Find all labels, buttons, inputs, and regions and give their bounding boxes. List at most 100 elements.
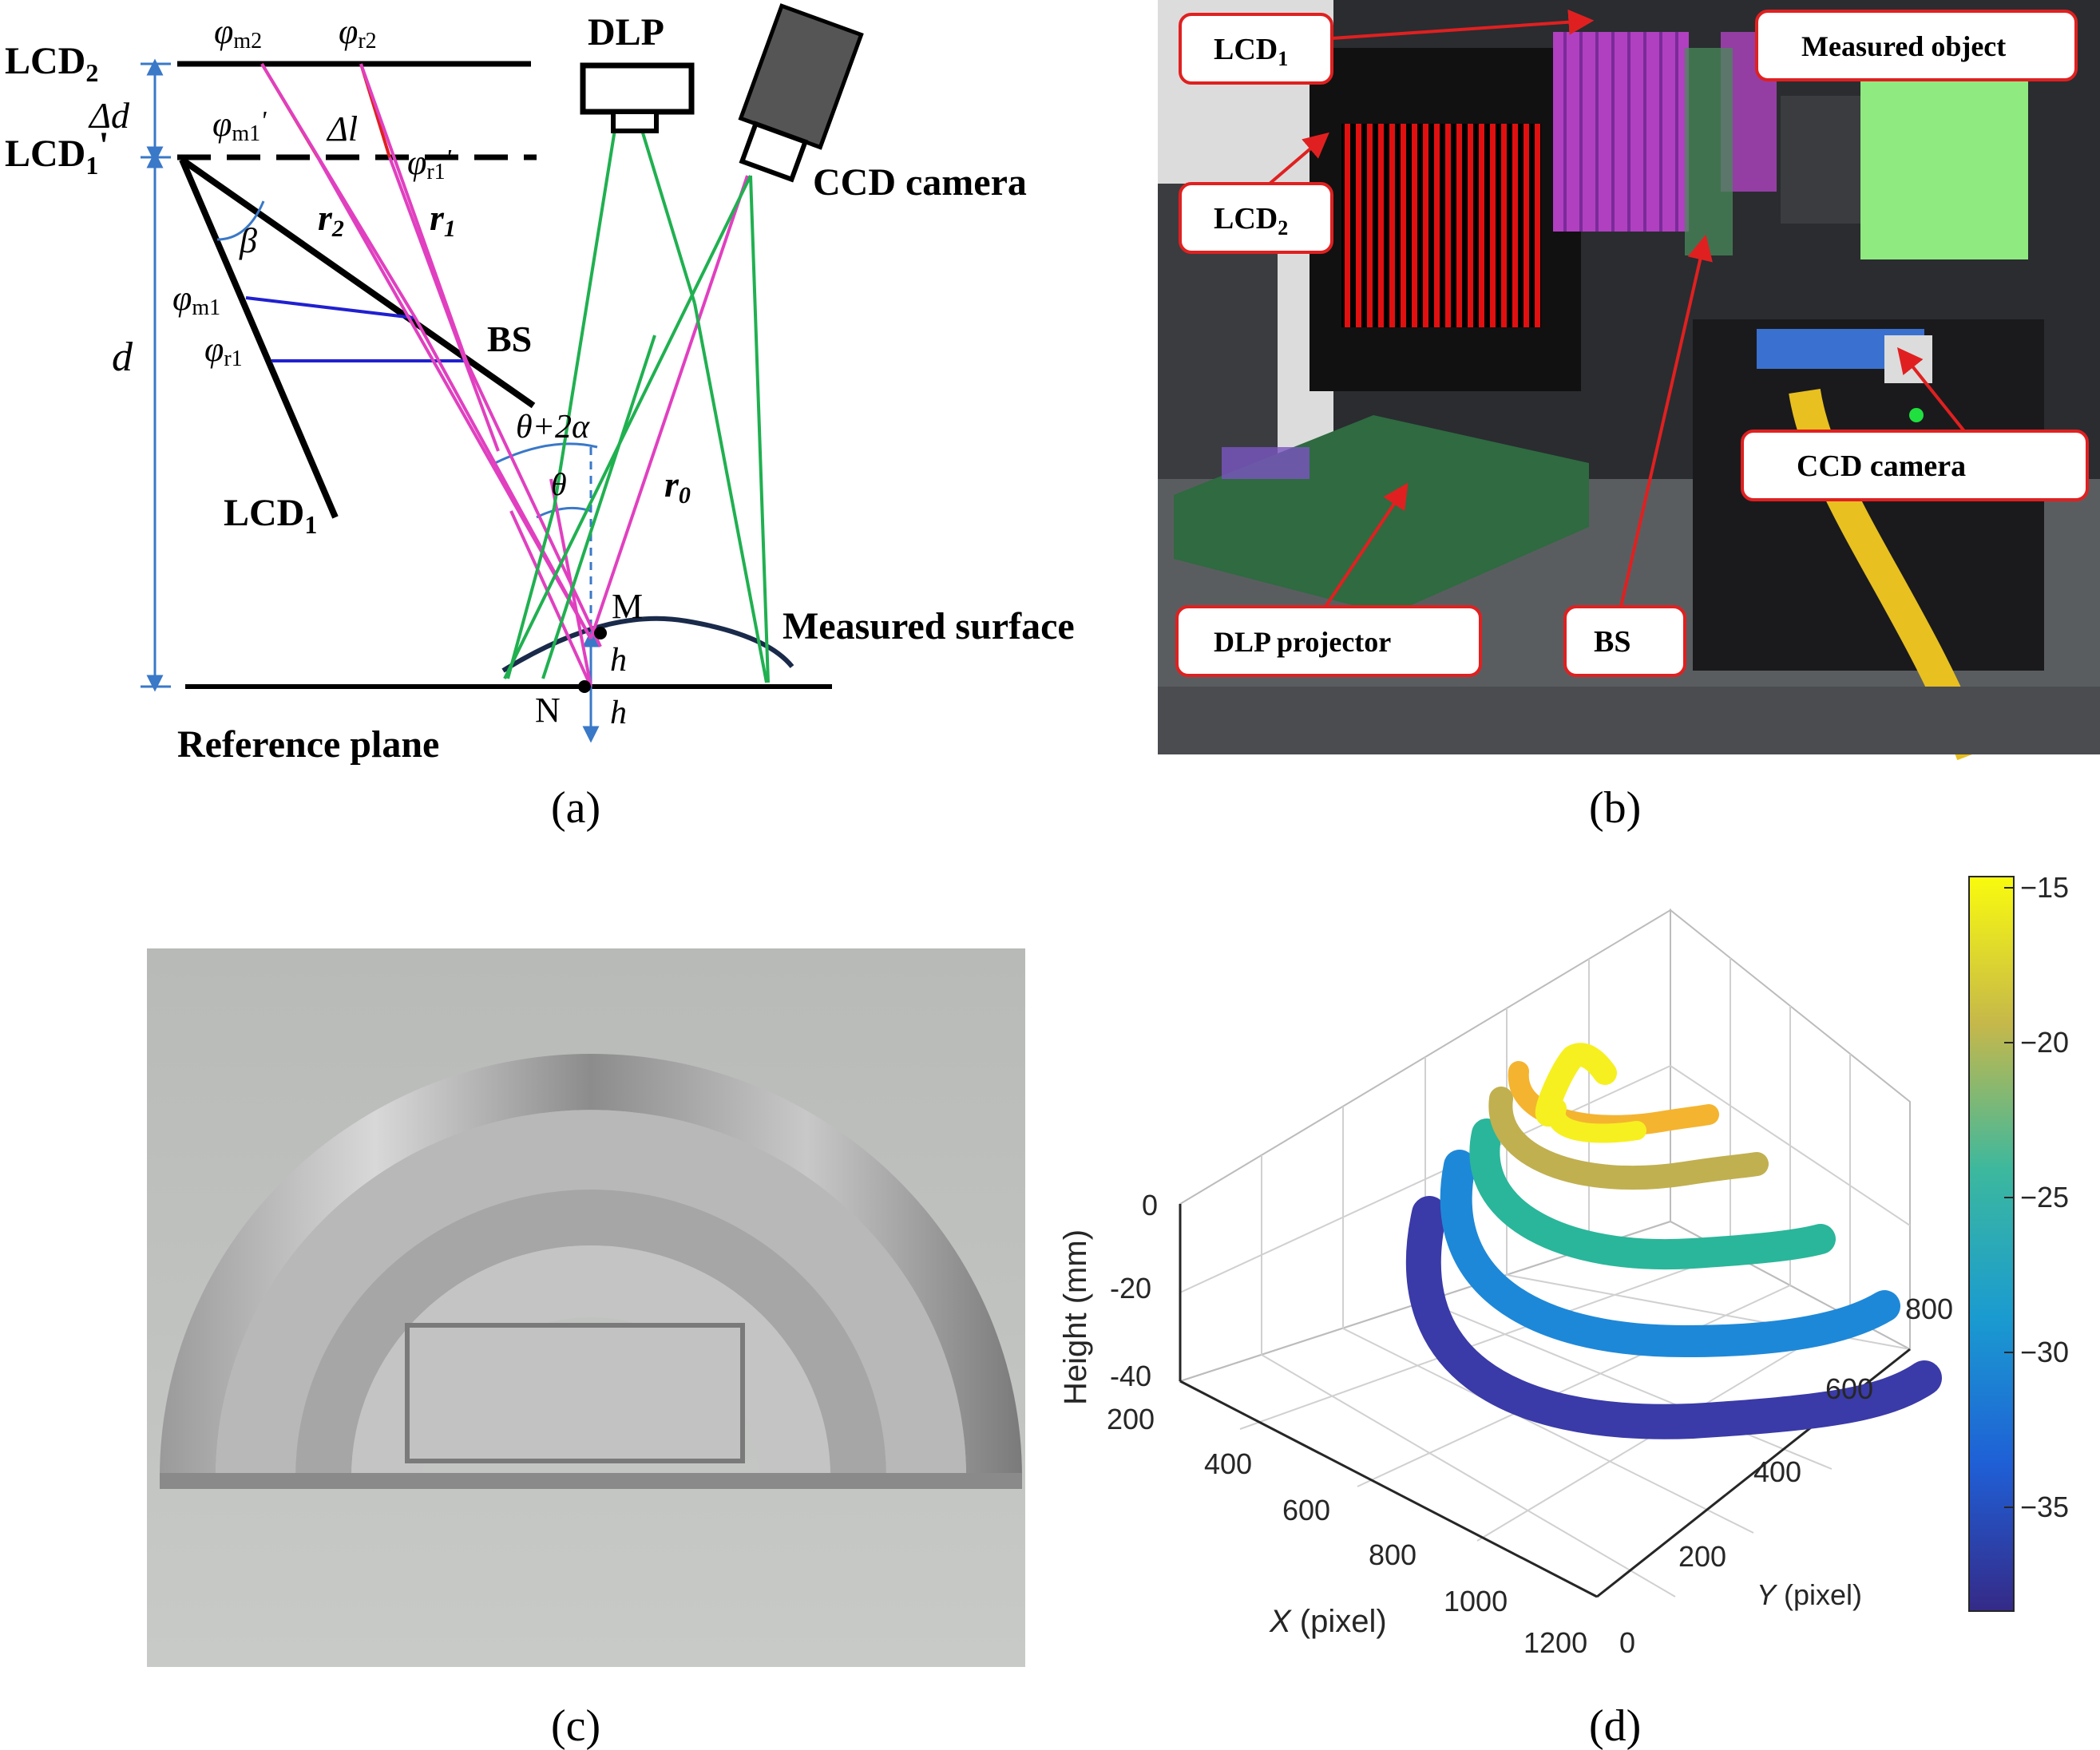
y-tick-600: 600 xyxy=(1825,1372,1873,1405)
colorbar-tick-20: −20 xyxy=(2020,1026,2069,1059)
lcd1-monitor xyxy=(1553,32,1689,232)
x-tick-1200: 1200 xyxy=(1523,1626,1587,1659)
dlp-body xyxy=(580,62,695,115)
photo-label-lcd1: LCD1 xyxy=(1179,9,1595,85)
colorbar xyxy=(1968,876,2015,1612)
svg-text:CCD camera: CCD camera xyxy=(1797,449,1966,483)
delta-l-label: Δl xyxy=(326,109,358,148)
surface-rings xyxy=(1405,1043,1942,1439)
svg-text:LCD1': LCD1' xyxy=(5,125,109,180)
panel-c-photo: (c) xyxy=(147,948,1025,1750)
x-tick-800: 800 xyxy=(1369,1538,1417,1571)
theta-2a-label: θ+2α xyxy=(516,409,590,445)
green-rays xyxy=(503,119,770,683)
lcd2-red-stripes xyxy=(1341,124,1541,327)
colorbar-tick-15: −15 xyxy=(2020,871,2069,904)
colorbar-tick-35: −35 xyxy=(2020,1491,2069,1523)
semicircle-object xyxy=(160,1054,1022,1477)
ccd-camera-icon xyxy=(738,3,864,183)
panel-b-photo: LCD1 LCD2 Measured object CCD camera DLP… xyxy=(1158,0,2100,833)
d-label: d xyxy=(112,335,133,380)
ring-4 xyxy=(1488,1087,1769,1190)
x-axis-label: X (pixel) xyxy=(1269,1604,1387,1639)
theta2a-arc xyxy=(494,442,598,465)
magenta-rays xyxy=(260,62,749,687)
svg-text:DLP projector: DLP projector xyxy=(1214,626,1391,658)
measured-surface-label: Measured surface xyxy=(783,605,1075,647)
z-tick-20: -20 xyxy=(1110,1272,1151,1305)
lcd1-prime-label: LCD xyxy=(5,133,85,175)
theta-label: θ xyxy=(551,466,567,502)
svg-text:φr1': φr1' xyxy=(407,143,452,184)
z-tick-0: 0 xyxy=(1142,1189,1158,1221)
photo-label-lcd2: LCD2 xyxy=(1179,132,1333,254)
svg-text:r1: r1 xyxy=(430,197,456,242)
caption-a: (a) xyxy=(551,783,600,833)
ring-1 xyxy=(1405,1196,1942,1439)
point-m xyxy=(594,627,607,639)
svg-text:φr1: φr1 xyxy=(204,330,243,371)
svg-text:LCD2: LCD2 xyxy=(5,40,98,87)
photo-label-bs: BS xyxy=(1563,234,1713,677)
beam-splitter xyxy=(1685,48,1733,255)
beta-label: β xyxy=(239,221,257,260)
panel-d-chart: 0 -20 -40 200 400 600 800 1000 1200 0 20… xyxy=(1058,871,2069,1750)
r0-label: r xyxy=(664,464,680,505)
dlp-label: DLP xyxy=(588,11,664,53)
phi-m1-prime-label: φ xyxy=(212,105,232,144)
colorbar-tick-25: −25 xyxy=(2020,1181,2069,1214)
caption-b: (b) xyxy=(1589,783,1641,833)
caption-d: (d) xyxy=(1589,1701,1641,1750)
svg-text:LCD2: LCD2 xyxy=(1214,202,1288,240)
m-label: M xyxy=(612,587,643,626)
svg-text:φm1': φm1' xyxy=(212,105,267,146)
reference-plane-label: Reference plane xyxy=(177,723,439,766)
caption-c: (c) xyxy=(551,1701,600,1750)
photo-label-dlp-projector: DLP projector xyxy=(1175,482,1482,677)
svg-text:Measured object: Measured object xyxy=(1801,30,2006,62)
h-upper-label: h xyxy=(610,642,627,679)
y-tick-800: 800 xyxy=(1905,1293,1953,1325)
svg-text:r2: r2 xyxy=(318,197,344,242)
phi-m1-label: φ xyxy=(172,279,192,318)
photo-label-ccd-camera: CCD camera xyxy=(1741,347,2089,501)
z-tick-40: -40 xyxy=(1110,1360,1151,1392)
delta-d-label: Δd xyxy=(88,95,130,136)
svg-text:φr2: φr2 xyxy=(339,12,377,53)
y-tick-200: 200 xyxy=(1678,1540,1726,1573)
x-tick-200: 200 xyxy=(1107,1403,1155,1435)
svg-text:BS: BS xyxy=(1594,625,1630,659)
phi-r2-label: φ xyxy=(339,12,358,51)
panel-a-diagram: LCD2 LCD1' LCD1 Δd d φm2 φr2 φm1' φr1' φ… xyxy=(5,3,1075,833)
x-tick-400: 400 xyxy=(1204,1447,1252,1480)
ccd-camera-label: CCD camera xyxy=(813,161,1027,204)
n-label: N xyxy=(535,691,561,730)
x-tick-600: 600 xyxy=(1282,1494,1330,1526)
r1-label: r xyxy=(430,197,445,238)
svg-text:r0: r0 xyxy=(664,464,691,509)
lcd2-label: LCD xyxy=(5,40,85,82)
ring-2 xyxy=(1440,1150,1900,1358)
point-n xyxy=(578,680,591,693)
colorbar-tick-30: −30 xyxy=(2020,1336,2069,1368)
lcd1-label: LCD xyxy=(224,492,304,534)
ring-top xyxy=(1535,1043,1617,1127)
y-tick-0: 0 xyxy=(1619,1626,1635,1659)
h-lower-label: h xyxy=(610,695,627,731)
bs-line xyxy=(180,156,536,409)
measured-surface-curve xyxy=(501,616,794,673)
lcd1-line xyxy=(179,158,339,519)
x-tick-1000: 1000 xyxy=(1444,1585,1508,1617)
svg-text:φm1: φm1 xyxy=(172,279,220,320)
phi-m2-label: φ xyxy=(214,12,233,51)
svg-text:LCD1: LCD1 xyxy=(224,492,317,539)
photo-label-measured-object: Measured object xyxy=(1755,10,2078,81)
bs-label: BS xyxy=(487,319,532,359)
phi-m1-link xyxy=(245,296,414,319)
svg-text:LCD1: LCD1 xyxy=(1214,33,1288,70)
dlp-lens xyxy=(611,109,659,133)
phi-r1-label: φ xyxy=(204,330,224,369)
phi-r1-prime-label: φ xyxy=(407,143,426,182)
beta-arc xyxy=(216,200,265,241)
y-axis-label: Y (pixel) xyxy=(1757,1578,1862,1611)
